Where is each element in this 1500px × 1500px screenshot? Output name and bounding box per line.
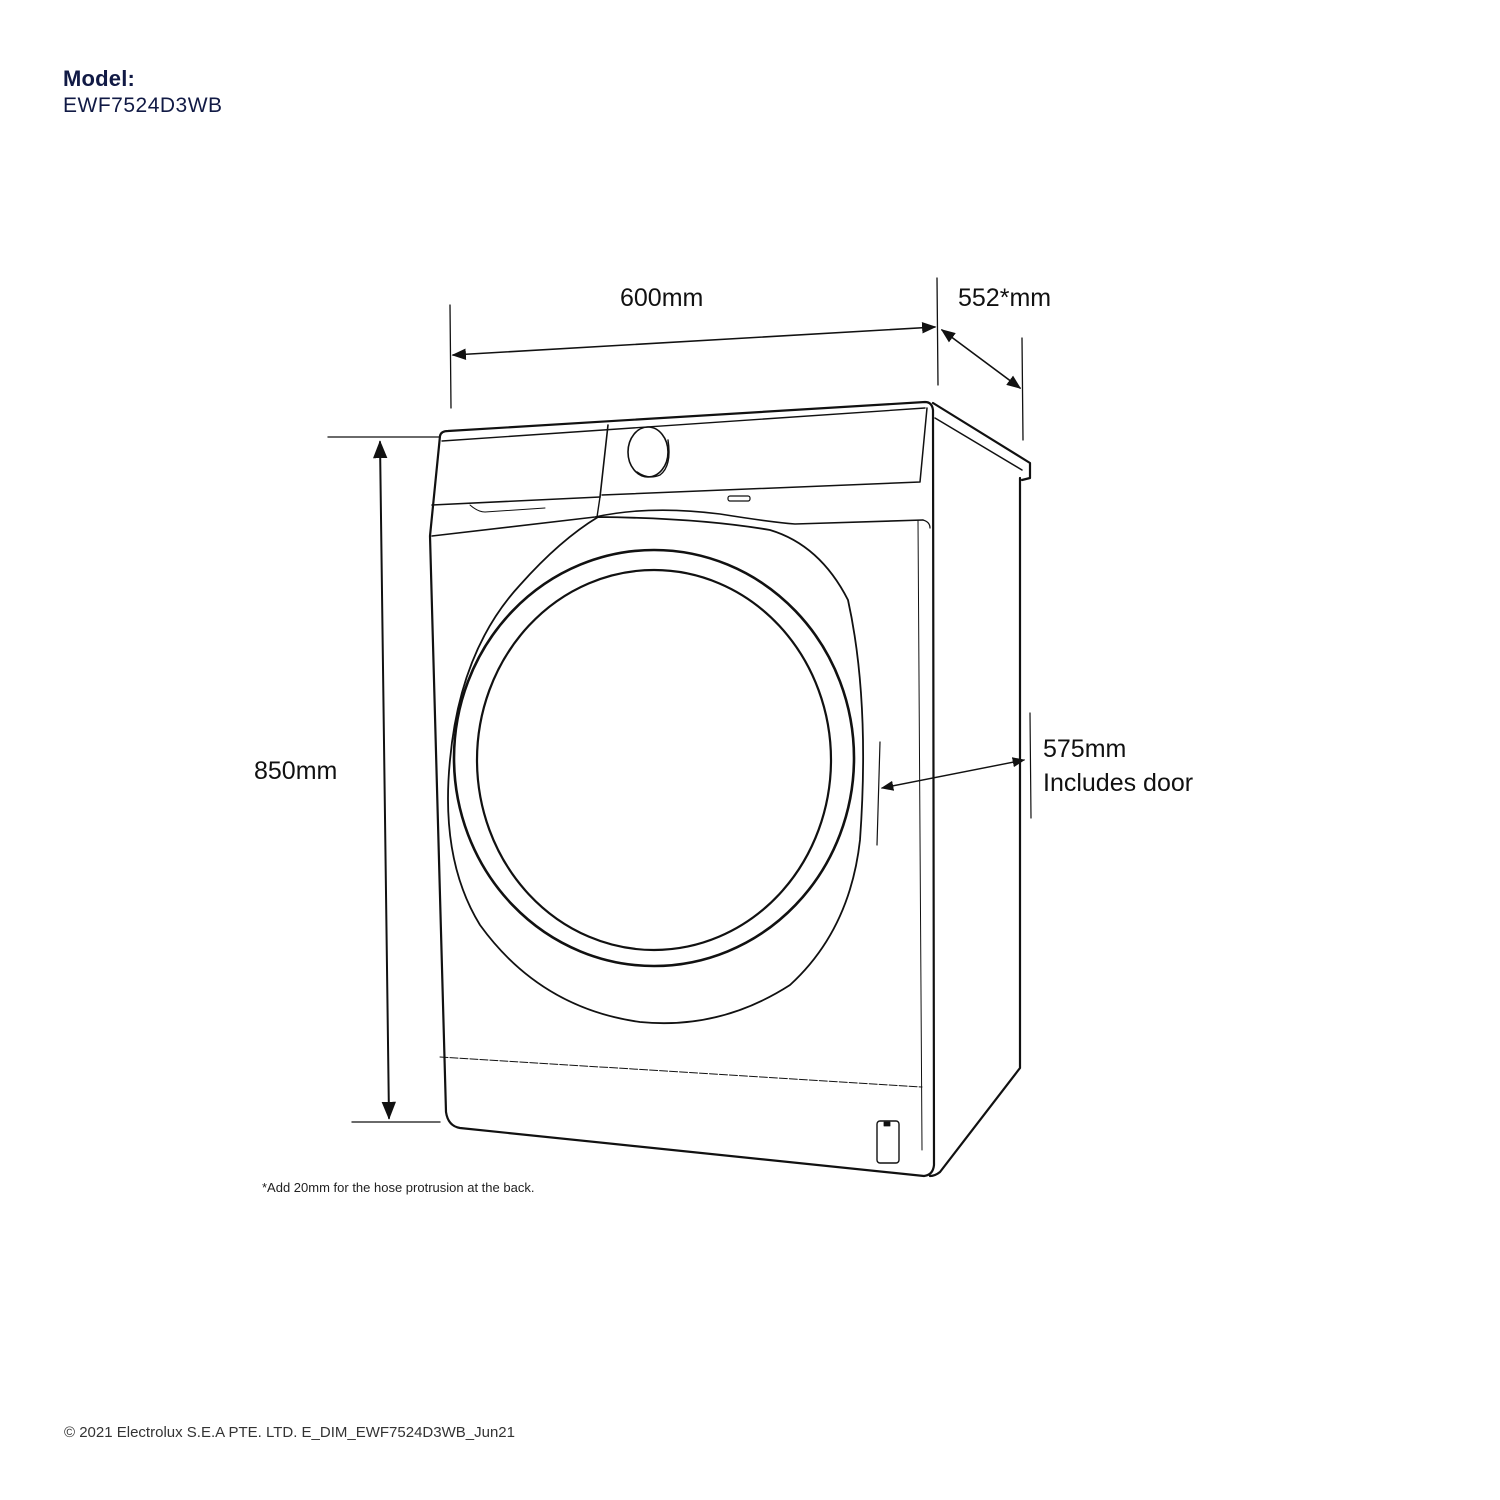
door-depth-label: 575mm Includes door (1043, 732, 1193, 800)
machine-front (428, 400, 936, 1178)
door-depth-note: Includes door (1043, 769, 1194, 797)
model-number: EWF7524D3WB (63, 94, 223, 117)
height-label: 850mm (254, 757, 338, 785)
width-dimension-line (449, 277, 939, 409)
hose-footnote: *Add 20mm for the hose protrusion at the… (262, 1180, 535, 1195)
depth-dimension-line (940, 329, 1024, 441)
width-label: 600mm (620, 284, 704, 312)
machine-side (928, 401, 1032, 1178)
height-dimension-line (327, 436, 441, 1123)
door-depth-dimension-line (876, 712, 1032, 846)
door-depth-value: 575mm (1043, 735, 1127, 763)
copyright-footer: © 2021 Electrolux S.E.A PTE. LTD. E_DIM_… (64, 1424, 515, 1441)
depth-label: 552*mm (958, 284, 1052, 312)
model-label: Model: (63, 66, 136, 91)
